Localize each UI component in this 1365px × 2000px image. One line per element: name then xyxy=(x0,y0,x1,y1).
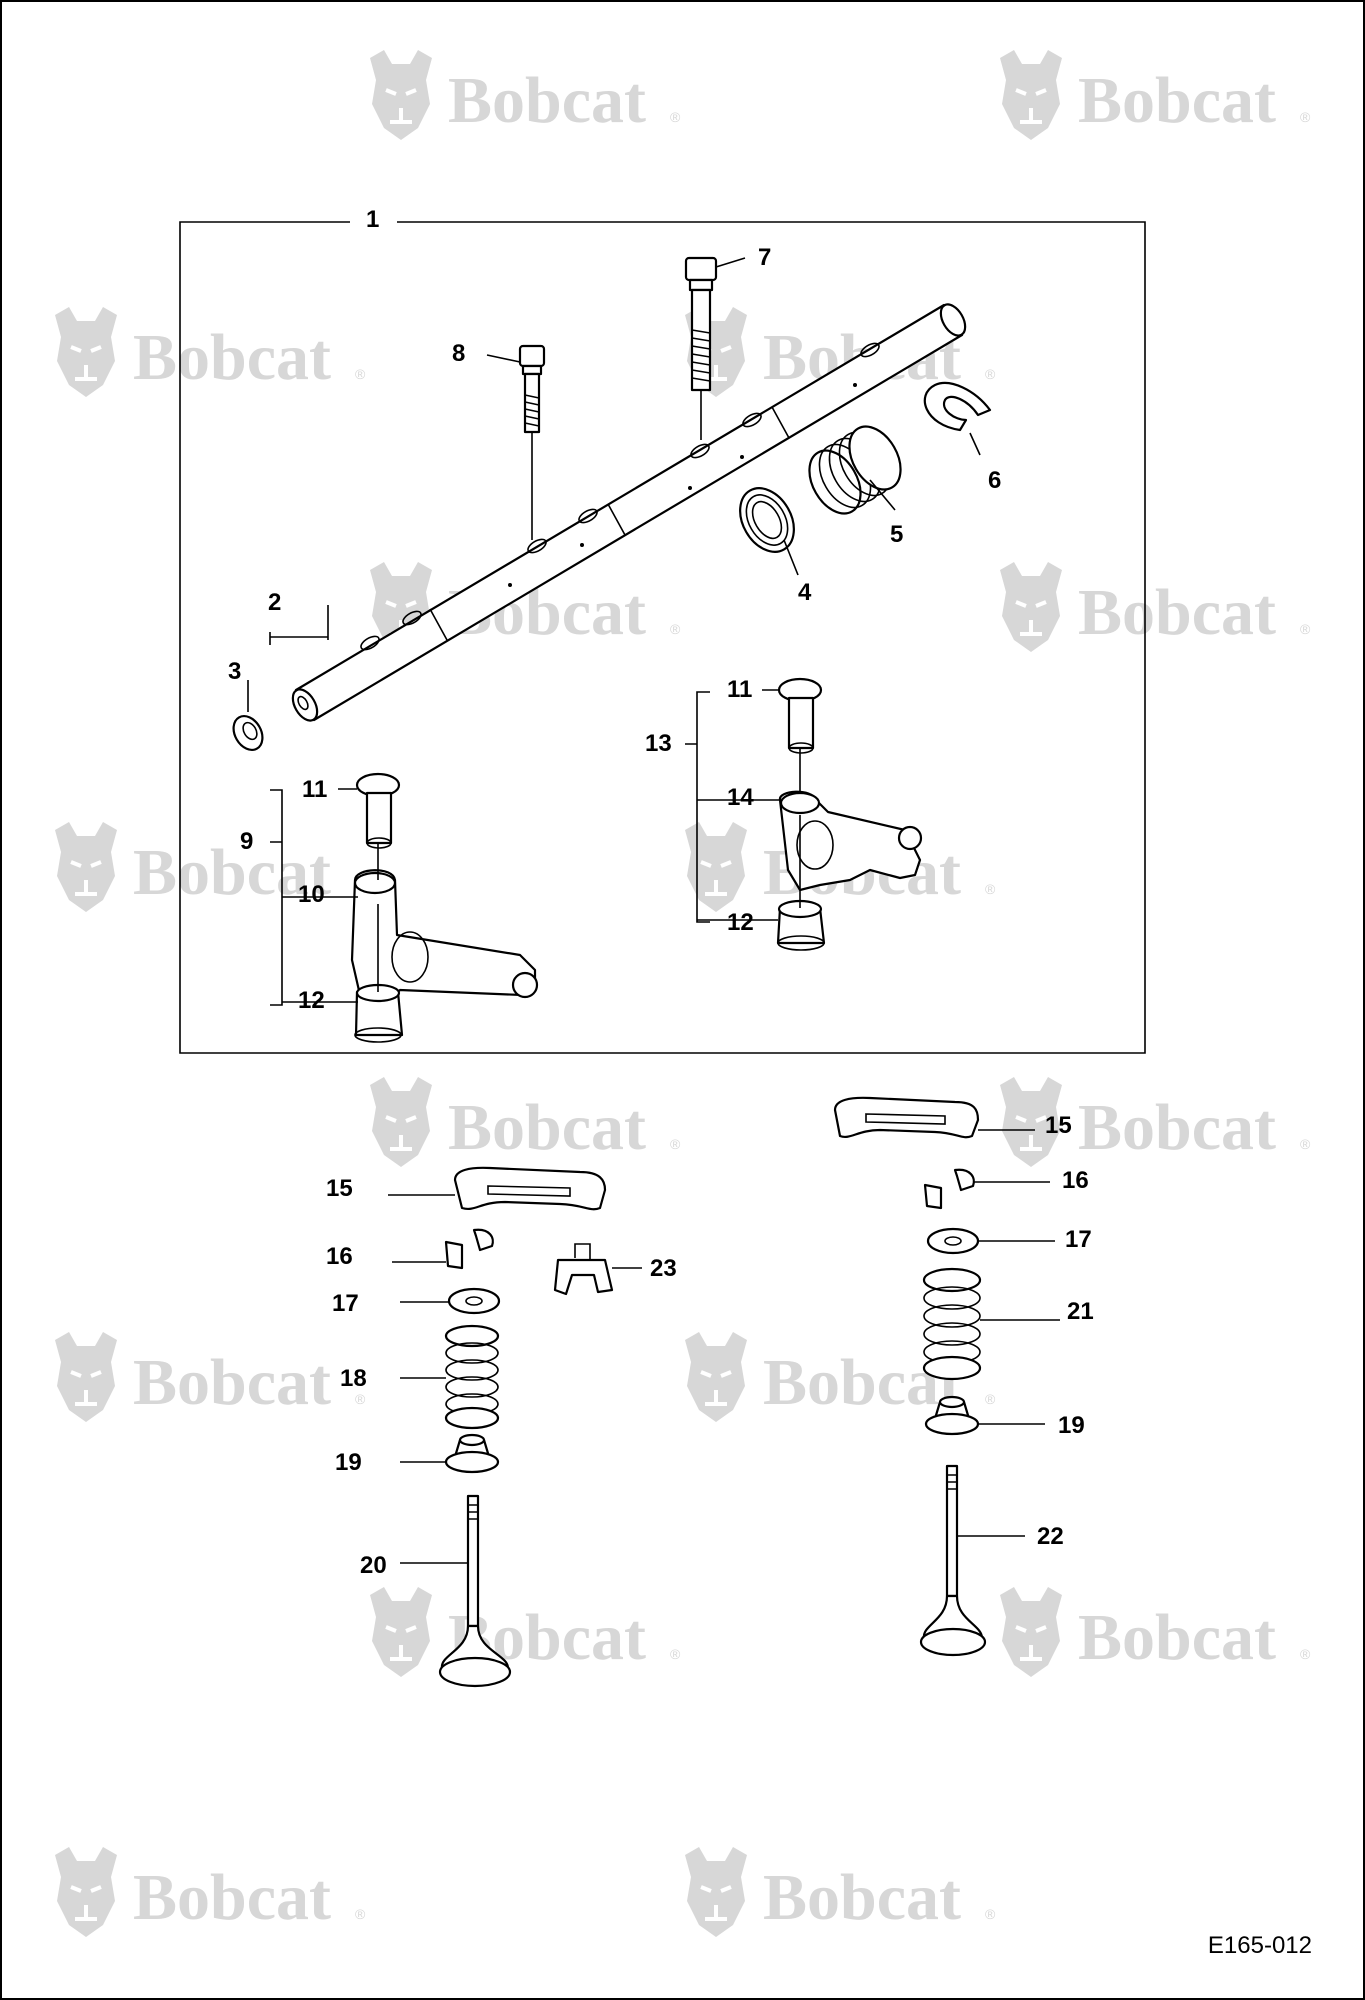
callout-19-left: 19 xyxy=(335,1449,362,1476)
callout-9: 9 xyxy=(240,828,253,855)
callout-11-left: 11 xyxy=(302,776,327,803)
rocker-arm-assembly-left xyxy=(350,772,539,1043)
callout-16-left: 16 xyxy=(326,1243,353,1270)
valve-bridge-clip xyxy=(553,1243,614,1296)
callout-22: 22 xyxy=(1037,1523,1064,1550)
callout-15-right: 15 xyxy=(1045,1112,1072,1139)
callout-1: 1 xyxy=(366,206,379,233)
callout-14: 14 xyxy=(727,784,754,811)
assembly-box xyxy=(179,221,1146,1054)
callout-5: 5 xyxy=(890,521,903,548)
callout-20: 20 xyxy=(360,1552,387,1579)
callout-17-left: 17 xyxy=(332,1290,359,1317)
bolt-short xyxy=(518,344,546,434)
callout-15-left: 15 xyxy=(326,1175,353,1202)
shaft-plug xyxy=(232,715,264,751)
shaft-spring-short xyxy=(739,487,795,553)
callout-10: 10 xyxy=(298,881,325,908)
callout-3: 3 xyxy=(228,658,241,685)
callout-11-right: 11 xyxy=(727,676,752,703)
rocker-shaft xyxy=(291,303,967,722)
callout-16-right: 16 xyxy=(1062,1167,1089,1194)
callout-18: 18 xyxy=(340,1365,367,1392)
snap-ring xyxy=(923,381,992,432)
callout-21: 21 xyxy=(1067,1298,1094,1325)
rocker-arm-assembly-right xyxy=(776,677,923,951)
valve-stack-right xyxy=(833,1096,987,1657)
callout-4: 4 xyxy=(798,579,812,606)
callout-17-right: 17 xyxy=(1065,1226,1092,1253)
callout-2: 2 xyxy=(268,589,281,616)
shaft-spring-long xyxy=(808,425,902,515)
callout-7: 7 xyxy=(758,244,771,271)
callout-23: 23 xyxy=(650,1255,677,1282)
figure-id: E165-012 xyxy=(1208,1932,1312,1959)
watermark-layer xyxy=(53,48,1313,1939)
callout-12-right: 12 xyxy=(727,909,754,936)
bolt-long xyxy=(684,256,718,392)
callout-8: 8 xyxy=(452,340,465,367)
callout-6: 6 xyxy=(988,467,1001,494)
callout-13: 13 xyxy=(645,730,672,757)
callout-12-left: 12 xyxy=(298,987,325,1014)
callout-19-right: 19 xyxy=(1058,1412,1085,1439)
valve-stack-left xyxy=(438,1166,607,1688)
